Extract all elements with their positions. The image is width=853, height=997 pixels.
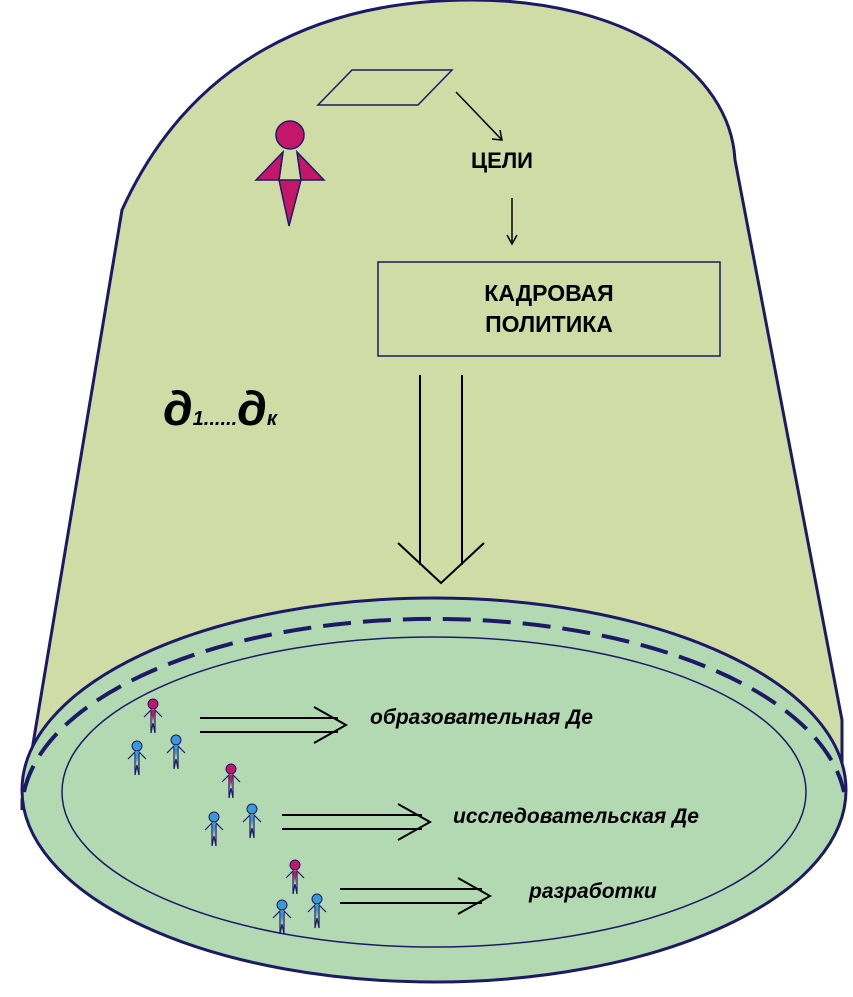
policy-label: КАДРОВАЯ ПОЛИТИКА xyxy=(378,262,720,356)
base-ellipse-inner xyxy=(61,636,807,948)
arrow-to-goals xyxy=(455,91,503,141)
dome-shape xyxy=(20,0,844,811)
leader-person-icon xyxy=(254,120,326,227)
dept-sub-first: 1...... xyxy=(192,408,238,430)
dept-letter-last: д xyxy=(237,383,267,436)
policy-box xyxy=(377,261,721,357)
parallelogram-icon xyxy=(316,69,454,106)
policy-label-line1: КАДРОВАЯ xyxy=(484,280,614,306)
double-arrow-right-1 xyxy=(200,706,349,744)
activity-label-research: исследовательская Де xyxy=(453,805,699,828)
goals-label: ЦЕЛИ xyxy=(471,148,533,173)
activity-label-development: разработки xyxy=(529,880,657,903)
base-dashed-rim xyxy=(22,616,846,793)
arrow-to-policy xyxy=(506,198,518,246)
dept-letter-first: д xyxy=(163,383,193,436)
activity-label-education: образовательная Де xyxy=(370,706,593,729)
policy-label-line2: ПОЛИТИКА xyxy=(485,311,613,337)
double-arrow-down xyxy=(397,375,485,585)
double-arrow-right-2 xyxy=(282,803,433,841)
dept-sub-last: к xyxy=(266,408,277,430)
double-arrow-right-3 xyxy=(340,877,493,915)
base-ellipse-outer xyxy=(20,596,848,984)
departments-label: д1......дк xyxy=(163,382,277,437)
